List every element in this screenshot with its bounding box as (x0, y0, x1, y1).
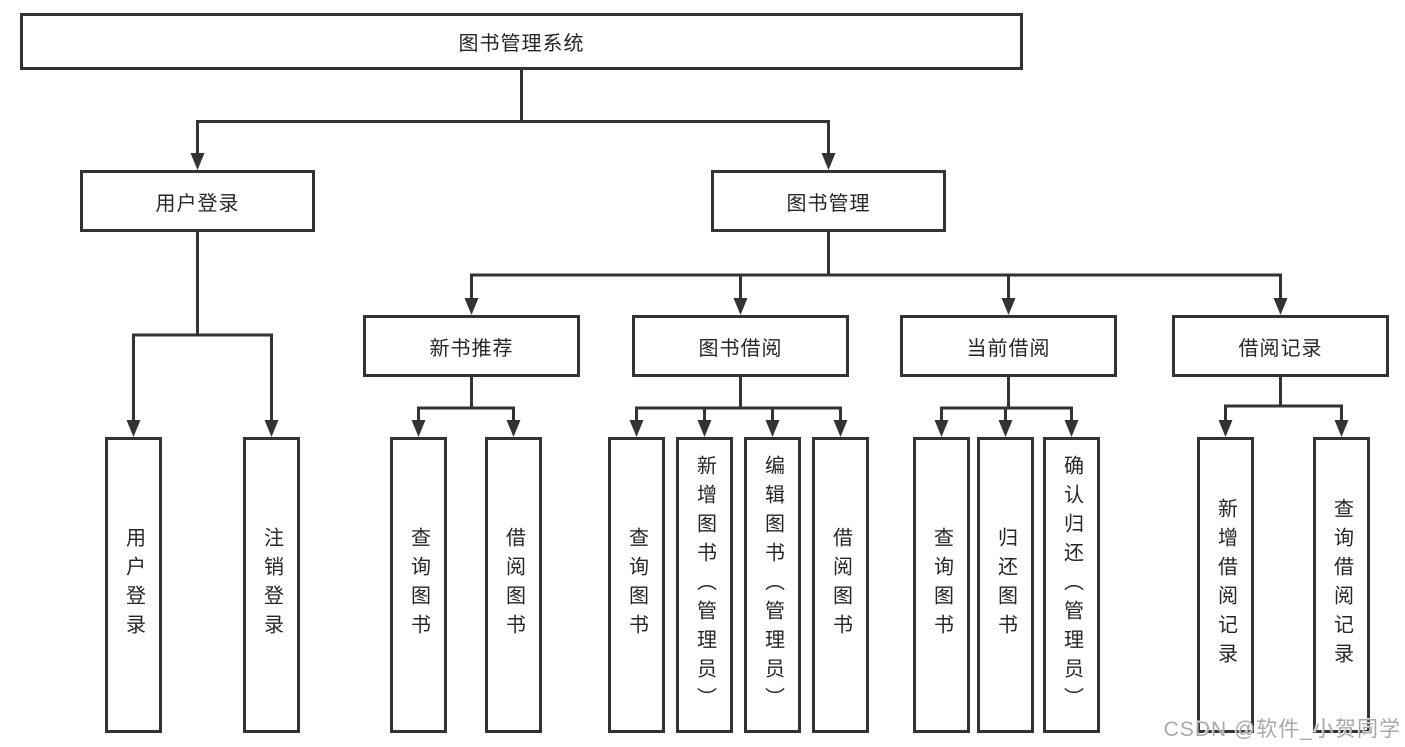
leaf-borrow-books: 借阅图书 (812, 437, 869, 733)
node-borrow-records: 借阅记录 (1172, 315, 1389, 377)
leaf-confirm-return-admin: 确认归还（管理员） (1043, 437, 1100, 733)
leaf-edit-books-admin: 编辑图书（管理员） (744, 437, 801, 733)
leaf-add-borrow-record-label: 新增借阅记录 (1214, 498, 1237, 672)
leaf-query-books-borrow-label: 查询图书 (625, 527, 648, 643)
leaf-borrow-books-recommend-label: 借阅图书 (502, 527, 525, 643)
leaf-add-books-admin: 新增图书（管理员） (676, 437, 733, 733)
node-borrow-records-label: 借阅记录 (1238, 337, 1323, 360)
node-new-book-recommend-label: 新书推荐 (429, 337, 514, 360)
leaf-edit-books-admin-label: 编辑图书（管理员） (761, 454, 784, 716)
leaf-query-borrow-record: 查询借阅记录 (1313, 437, 1370, 733)
leaf-user-login-label: 用户登录 (122, 527, 145, 643)
leaf-user-login: 用户登录 (105, 437, 162, 733)
leaf-query-books-recommend-label: 查询图书 (407, 527, 430, 643)
connector-current-to-leaves (934, 375, 1079, 437)
leaf-query-books-current-label: 查询图书 (930, 527, 953, 643)
leaf-query-books-borrow: 查询图书 (608, 437, 665, 733)
leaf-logout-label: 注销登录 (260, 527, 283, 643)
leaf-query-borrow-record-label: 查询借阅记录 (1330, 498, 1353, 672)
leaf-query-books-recommend: 查询图书 (390, 437, 447, 733)
connector-mgmt-to-sections (464, 230, 1288, 315)
leaf-confirm-return-admin-label: 确认归还（管理员） (1060, 454, 1083, 716)
node-book-management-label: 图书管理 (786, 192, 871, 215)
node-new-book-recommend: 新书推荐 (363, 315, 580, 377)
node-current-borrow-label: 当前借阅 (966, 337, 1051, 360)
connector-user-to-leaves (126, 230, 279, 437)
node-user-login: 用户登录 (80, 170, 315, 232)
connector-recommend-to-leaves (411, 375, 521, 437)
connector-root-to-l2 (190, 67, 836, 170)
node-book-borrow: 图书借阅 (632, 315, 849, 377)
node-book-borrow-label: 图书借阅 (698, 337, 783, 360)
leaf-borrow-books-recommend: 借阅图书 (485, 437, 542, 733)
connector-borrow-to-leaves (629, 375, 848, 437)
leaf-logout: 注销登录 (243, 437, 300, 733)
node-book-management: 图书管理 (711, 170, 946, 232)
node-root: 图书管理系统 (20, 13, 1023, 70)
leaf-add-books-admin-label: 新增图书（管理员） (693, 454, 716, 716)
leaf-query-books-current: 查询图书 (913, 437, 970, 733)
leaf-return-books-label: 归还图书 (994, 527, 1017, 643)
csdn-watermark: CSDN @软件_小贺同学 (1163, 718, 1401, 741)
node-current-borrow: 当前借阅 (900, 315, 1117, 377)
node-user-login-label: 用户登录 (155, 192, 240, 215)
leaf-borrow-books-label: 借阅图书 (829, 527, 852, 643)
node-root-label: 图书管理系统 (458, 33, 585, 55)
leaf-add-borrow-record: 新增借阅记录 (1197, 437, 1254, 733)
leaf-return-books: 归还图书 (977, 437, 1034, 733)
connector-records-to-leaves (1218, 375, 1349, 437)
